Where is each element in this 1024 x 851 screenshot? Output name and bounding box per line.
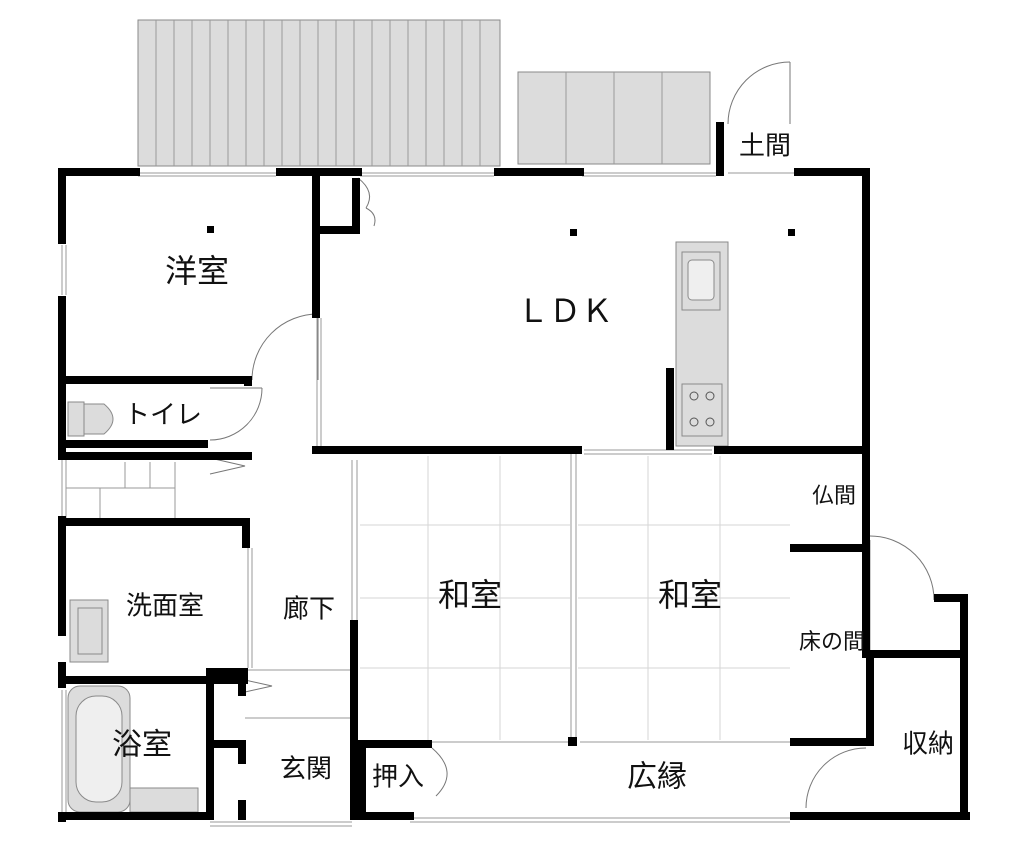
room-label-bathroom: 浴室 [112, 728, 172, 763]
bathtub-fixture [67, 685, 199, 813]
door-swings [209, 61, 935, 809]
washbasin-fixture [69, 599, 109, 663]
room-label-western-room: 洋室 [165, 252, 229, 290]
room-label-ldk: ＬＤＫ [517, 292, 613, 330]
wood-deck-left [137, 19, 501, 167]
room-label-buddhist-altar: 仏間 [812, 484, 856, 509]
room-label-japanese-room-1: 和室 [438, 576, 502, 614]
room-label-veranda: 広縁 [627, 760, 687, 795]
room-label-toilet: トイレ [124, 401, 202, 431]
room-label-storage: 収納 [902, 730, 954, 760]
thin-lines [61, 172, 871, 827]
tatami-lines [360, 456, 790, 740]
room-label-japanese-room-2: 和室 [658, 576, 722, 614]
toilet-fixture [67, 401, 114, 437]
walls [58, 122, 970, 822]
kitchen-counter [675, 241, 729, 447]
room-label-closet: 押入 [372, 763, 424, 793]
room-label-washroom: 洗面室 [126, 592, 204, 622]
room-label-dirt-floor: 土間 [739, 132, 791, 162]
columns [207, 226, 795, 746]
room-label-entrance: 玄関 [280, 755, 332, 785]
room-label-hallway: 廊下 [283, 595, 335, 625]
room-label-tokonoma: 床の間 [799, 630, 865, 655]
wood-deck-right [517, 71, 711, 165]
